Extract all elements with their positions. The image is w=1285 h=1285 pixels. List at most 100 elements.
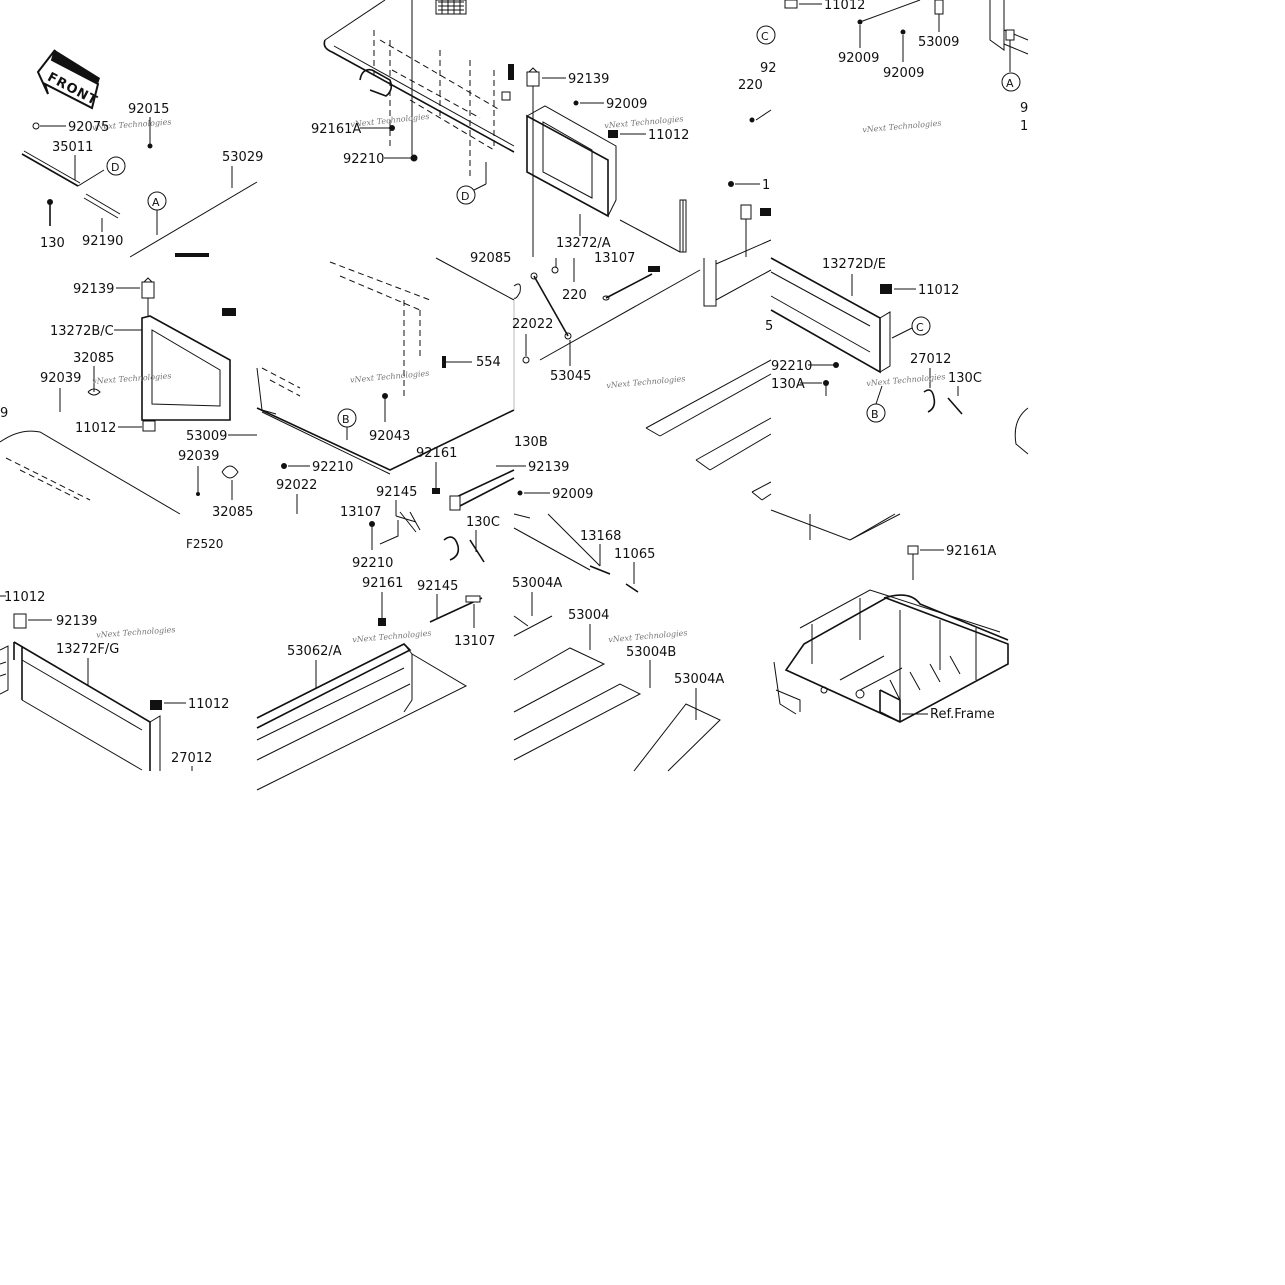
label-220: 220 <box>562 288 587 303</box>
tile-5: 92139 13272B/C 32085 92039 9 vNext Techn… <box>0 277 257 520</box>
label-92009: 92009 <box>552 487 593 502</box>
frame-drawing <box>773 589 1009 723</box>
label-9: 9 <box>0 406 8 421</box>
label-11012: 11012 <box>648 128 689 143</box>
label-11012: 11012 <box>824 0 865 13</box>
front-arrow: FRONT <box>36 49 100 110</box>
label-92161: 92161 <box>362 576 403 591</box>
label-11012: 11012 <box>918 283 959 298</box>
label-130c: 130C <box>948 371 982 386</box>
label-92022: 92022 <box>276 478 317 493</box>
label-13272de: 13272D/E <box>822 257 886 272</box>
label-92015: 92015 <box>128 102 169 117</box>
label-92: 92 <box>760 61 777 76</box>
label-92085: 92085 <box>470 251 511 266</box>
tile-11: 11012 92139 13272F/G vNext Technologies … <box>0 590 229 771</box>
callout-a-letter: A <box>1006 77 1014 90</box>
callout-a <box>1001 72 1021 92</box>
tile-4: C 92 220 11012 92009 53009 92009 A 9 1 v… <box>738 0 1028 134</box>
label-92009: 92009 <box>606 97 647 112</box>
label-13107: 13107 <box>594 251 635 266</box>
label-130a: 130A <box>771 377 805 392</box>
watermark: vNext Technologies <box>866 372 946 388</box>
label-1: 1 <box>762 178 770 193</box>
label-13272fg: 13272F/G <box>56 642 119 657</box>
label-92139: 92139 <box>528 460 569 475</box>
callout-b-letter: B <box>871 408 879 421</box>
label-13107: 13107 <box>454 634 495 649</box>
callout-a-letter: A <box>152 196 160 209</box>
label-27012: 27012 <box>171 751 212 766</box>
label-92210: 92210 <box>312 460 353 475</box>
label-53009: 53009 <box>918 35 959 50</box>
watermark: vNext Technologies <box>96 625 176 640</box>
watermark: vNext Technologies <box>350 369 430 385</box>
label-92161a: 92161A <box>946 544 996 559</box>
label-13272a: 13272/A <box>556 236 611 251</box>
tile-8: 13272D/E 11012 C 92210 130A 27012 130C B… <box>765 257 1029 541</box>
label-11065: 11065 <box>614 547 655 562</box>
label-53045: 53045 <box>550 369 591 384</box>
label-92145: 92145 <box>417 579 458 594</box>
watermark: vNext Technologies <box>92 371 172 386</box>
callout-d <box>106 156 126 176</box>
label-53062a: 53062/A <box>287 644 342 659</box>
label-92145: 92145 <box>376 485 417 500</box>
callout-d-letter: D <box>461 190 469 203</box>
watermark: vNext Technologies <box>352 629 432 645</box>
watermark: vNext Technologies <box>606 374 686 390</box>
label-53004a: 53004A <box>674 672 724 687</box>
tile-10: 13168 11065 <box>513 513 655 593</box>
label-130b: 130B <box>514 435 548 450</box>
label-92009: 92009 <box>838 51 879 66</box>
label-13168: 13168 <box>580 529 621 544</box>
label-130: 130 <box>40 236 65 251</box>
figure-code: F2520 <box>186 537 223 551</box>
label-554: 554 <box>476 355 501 370</box>
tile-14: 92161A Ref.Frame <box>773 544 1009 723</box>
callout-c <box>911 316 931 336</box>
label-5: 5 <box>765 319 773 334</box>
label-92210: 92210 <box>343 152 384 167</box>
label-13107: 13107 <box>340 505 381 520</box>
label-92043: 92043 <box>369 429 410 444</box>
label-27012: 27012 <box>910 352 951 367</box>
label-92190: 92190 <box>82 234 123 249</box>
label-13272bc: 13272B/C <box>50 324 114 339</box>
ref-frame-label: Ref.Frame <box>930 707 995 722</box>
label-53004a: 53004A <box>512 576 562 591</box>
tile-9: 130B 92161 92139 92009 92145 13107 130C … <box>340 435 593 571</box>
label-92210: 92210 <box>352 556 393 571</box>
label-32085: 32085 <box>73 351 114 366</box>
label-11012: 11012 <box>4 590 45 605</box>
label-92139: 92139 <box>568 72 609 87</box>
label-53004b: 53004B <box>626 645 676 660</box>
label-32085: 32085 <box>212 505 253 520</box>
label-92139: 92139 <box>56 614 97 629</box>
watermark: vNext Technologies <box>862 119 942 135</box>
tile-3: 92139 92009 11012 vNext Technologies 132… <box>526 67 771 257</box>
callout-d <box>456 185 476 205</box>
label-11012: 11012 <box>188 697 229 712</box>
label-220: 220 <box>738 78 763 93</box>
tile-6: 92085 554 vNext Technologies B 92043 922… <box>256 251 515 514</box>
watermark: vNext Technologies <box>608 628 688 644</box>
callout-c-letter: C <box>916 321 924 334</box>
label-92210: 92210 <box>771 359 812 374</box>
label-11012: 11012 <box>75 421 116 436</box>
callout-b-letter: B <box>342 413 350 426</box>
label-92039: 92039 <box>178 449 219 464</box>
tile-12: 92161 92145 13107 vNext Technologies 530… <box>256 576 495 791</box>
tile-2: vNext Technologies 92161A 92210 D <box>311 0 515 205</box>
label-92039: 92039 <box>40 371 81 386</box>
callout-c <box>756 25 776 45</box>
callout-c-letter: C <box>761 30 769 43</box>
tile-13: 53004A 53004 vNext Technologies 53004B 5… <box>512 576 724 772</box>
label-35011: 35011 <box>52 140 93 155</box>
label-92139: 92139 <box>73 282 114 297</box>
label-92075: 92075 <box>68 120 109 135</box>
tile-1: FRONT vNext Technologies 92075 92015 350… <box>21 49 263 258</box>
label-9: 9 <box>1020 101 1028 116</box>
label-53009: 53009 <box>186 429 227 444</box>
